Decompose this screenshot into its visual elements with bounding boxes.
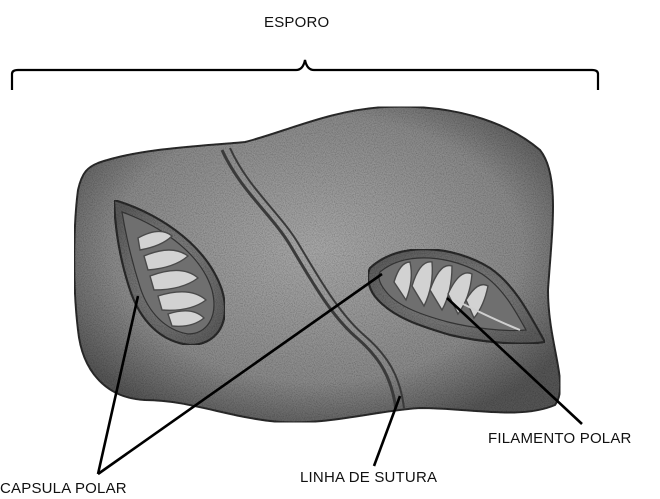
polar-capsule-label: CAPSULA POLAR — [0, 480, 127, 497]
spore-bracket — [12, 60, 598, 90]
spore-label: ESPORO — [264, 14, 329, 31]
polar-filament-label: FILAMENTO POLAR — [488, 430, 632, 447]
suture-line-label: LINHA DE SUTURA — [300, 469, 437, 486]
